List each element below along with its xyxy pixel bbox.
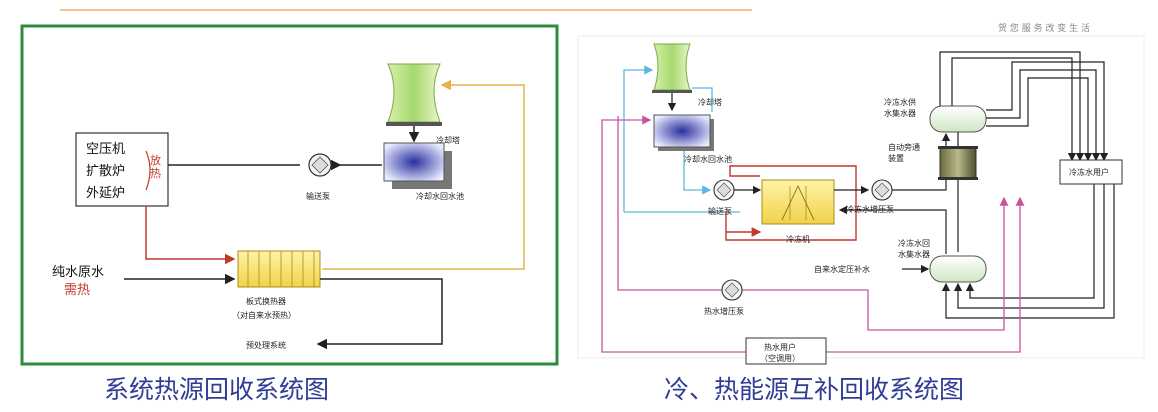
pipe-exchanger-tower (322, 79, 525, 270)
right-tower-label: 冷却塔 (698, 97, 722, 107)
plate-exchanger-label: 板式换热器 (246, 296, 286, 306)
supply-collector-icon (929, 105, 987, 133)
chiller-icon (761, 179, 835, 225)
pipe-return-1 (941, 184, 1115, 319)
right-cooling-tower-icon (652, 43, 692, 93)
pipe-cyan-outer (623, 65, 654, 212)
right-pump-label: 输送泵 (708, 206, 732, 216)
hot-user-note: （空调用） (760, 353, 800, 363)
source-diffusion-furnace: 扩散炉 (86, 164, 125, 179)
bypass-icon (938, 146, 978, 180)
pipe-to-pretreatment (316, 278, 443, 350)
pipe-return-chiller (838, 205, 947, 254)
chilled-user-box (1059, 159, 1123, 185)
plate-exchanger-note: （对自来水预热） (232, 310, 296, 320)
plate-exchanger-icon (237, 250, 321, 288)
right-cooling-pool-icon (653, 114, 714, 151)
pipe-hot-pump-in (617, 116, 722, 291)
chilled-pump-label: 冷冻水增压泵 (846, 204, 894, 214)
chiller-label: 冷冻机 (786, 234, 810, 244)
pipe-loop-1 (986, 61, 1109, 162)
left-cooling-pool-icon (383, 142, 452, 189)
slogan-text: 贺 您 服 务 改 变 生 活 (998, 22, 1090, 34)
pipe-hot-user (826, 196, 1025, 353)
pipe-sources-exchanger (145, 206, 236, 265)
return-collector-icon (929, 255, 987, 283)
chilled-pump-icon (871, 179, 893, 201)
source-epitaxy-furnace: 外延炉 (86, 186, 125, 201)
left-tower-label: 冷却塔 (436, 135, 460, 145)
heat-brace (145, 150, 151, 191)
right-caption: 冷、热能源互补回收系统图 (664, 375, 964, 404)
right-diagram: 冷却塔 冷却水回水池 输送泵 冷冻机 (577, 35, 1145, 365)
source-air-compressor: 空压机 (86, 142, 125, 157)
pretreatment-label: 预处理系统 (246, 340, 286, 350)
right-pool-label: 冷却水回水池 (684, 154, 732, 164)
pipe-loop-5 (951, 57, 1077, 162)
bypass-label: 自动旁通装置 (888, 142, 920, 163)
pipe-hot-pump-out (742, 196, 1009, 331)
need-heat-label: 需热 (64, 283, 90, 298)
right-pump-icon (713, 179, 735, 201)
left-pool-label: 冷却水回水池 (416, 191, 464, 201)
return-collector-label: 冷冻水回水集水器 (898, 238, 930, 259)
waste-heat-label: 放热 (150, 153, 161, 180)
hot-user-box (745, 337, 827, 365)
pipe-return-2 (953, 184, 1105, 309)
left-pump-icon (308, 153, 332, 177)
pipe-cyan-pool-pump (683, 151, 712, 195)
heat-sources-box (75, 132, 169, 207)
makeup-water-label: 自来水定压补水 (814, 264, 870, 274)
hot-user-label: 热水用户 (764, 342, 796, 352)
chilled-user-label: 冷冻水用户 (1069, 167, 1109, 177)
left-pump-label: 输送泵 (306, 191, 330, 201)
hot-pump-label: 热水增压泵 (704, 306, 744, 316)
left-cooling-tower-icon (386, 63, 442, 126)
left-caption: 系统热源回收系统图 (104, 375, 329, 404)
pipe-return-3 (965, 184, 1095, 299)
pipe-loop-4 (939, 51, 1085, 162)
supply-collector-label: 冷冻水供水集水器 (884, 97, 916, 118)
hot-pump-icon (721, 279, 743, 301)
pipe-cyan-tower (692, 87, 713, 112)
pipe-red-loop (725, 165, 857, 241)
raw-water-label: 纯水原水 (52, 265, 104, 280)
pipe-loop-2 (986, 69, 1101, 162)
left-diagram: 空压机 扩散炉 外延炉 放热 输送泵 冷却塔 冷却水回水池 (20, 24, 559, 366)
pipe-hot-left (601, 115, 746, 353)
pipe-loop-3 (986, 77, 1093, 162)
